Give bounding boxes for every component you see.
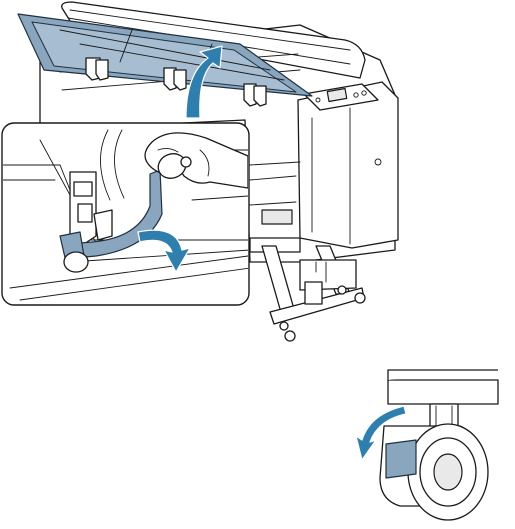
caster-detail — [356, 370, 498, 520]
detail-inset — [2, 123, 250, 305]
brake-pedal — [386, 440, 416, 478]
